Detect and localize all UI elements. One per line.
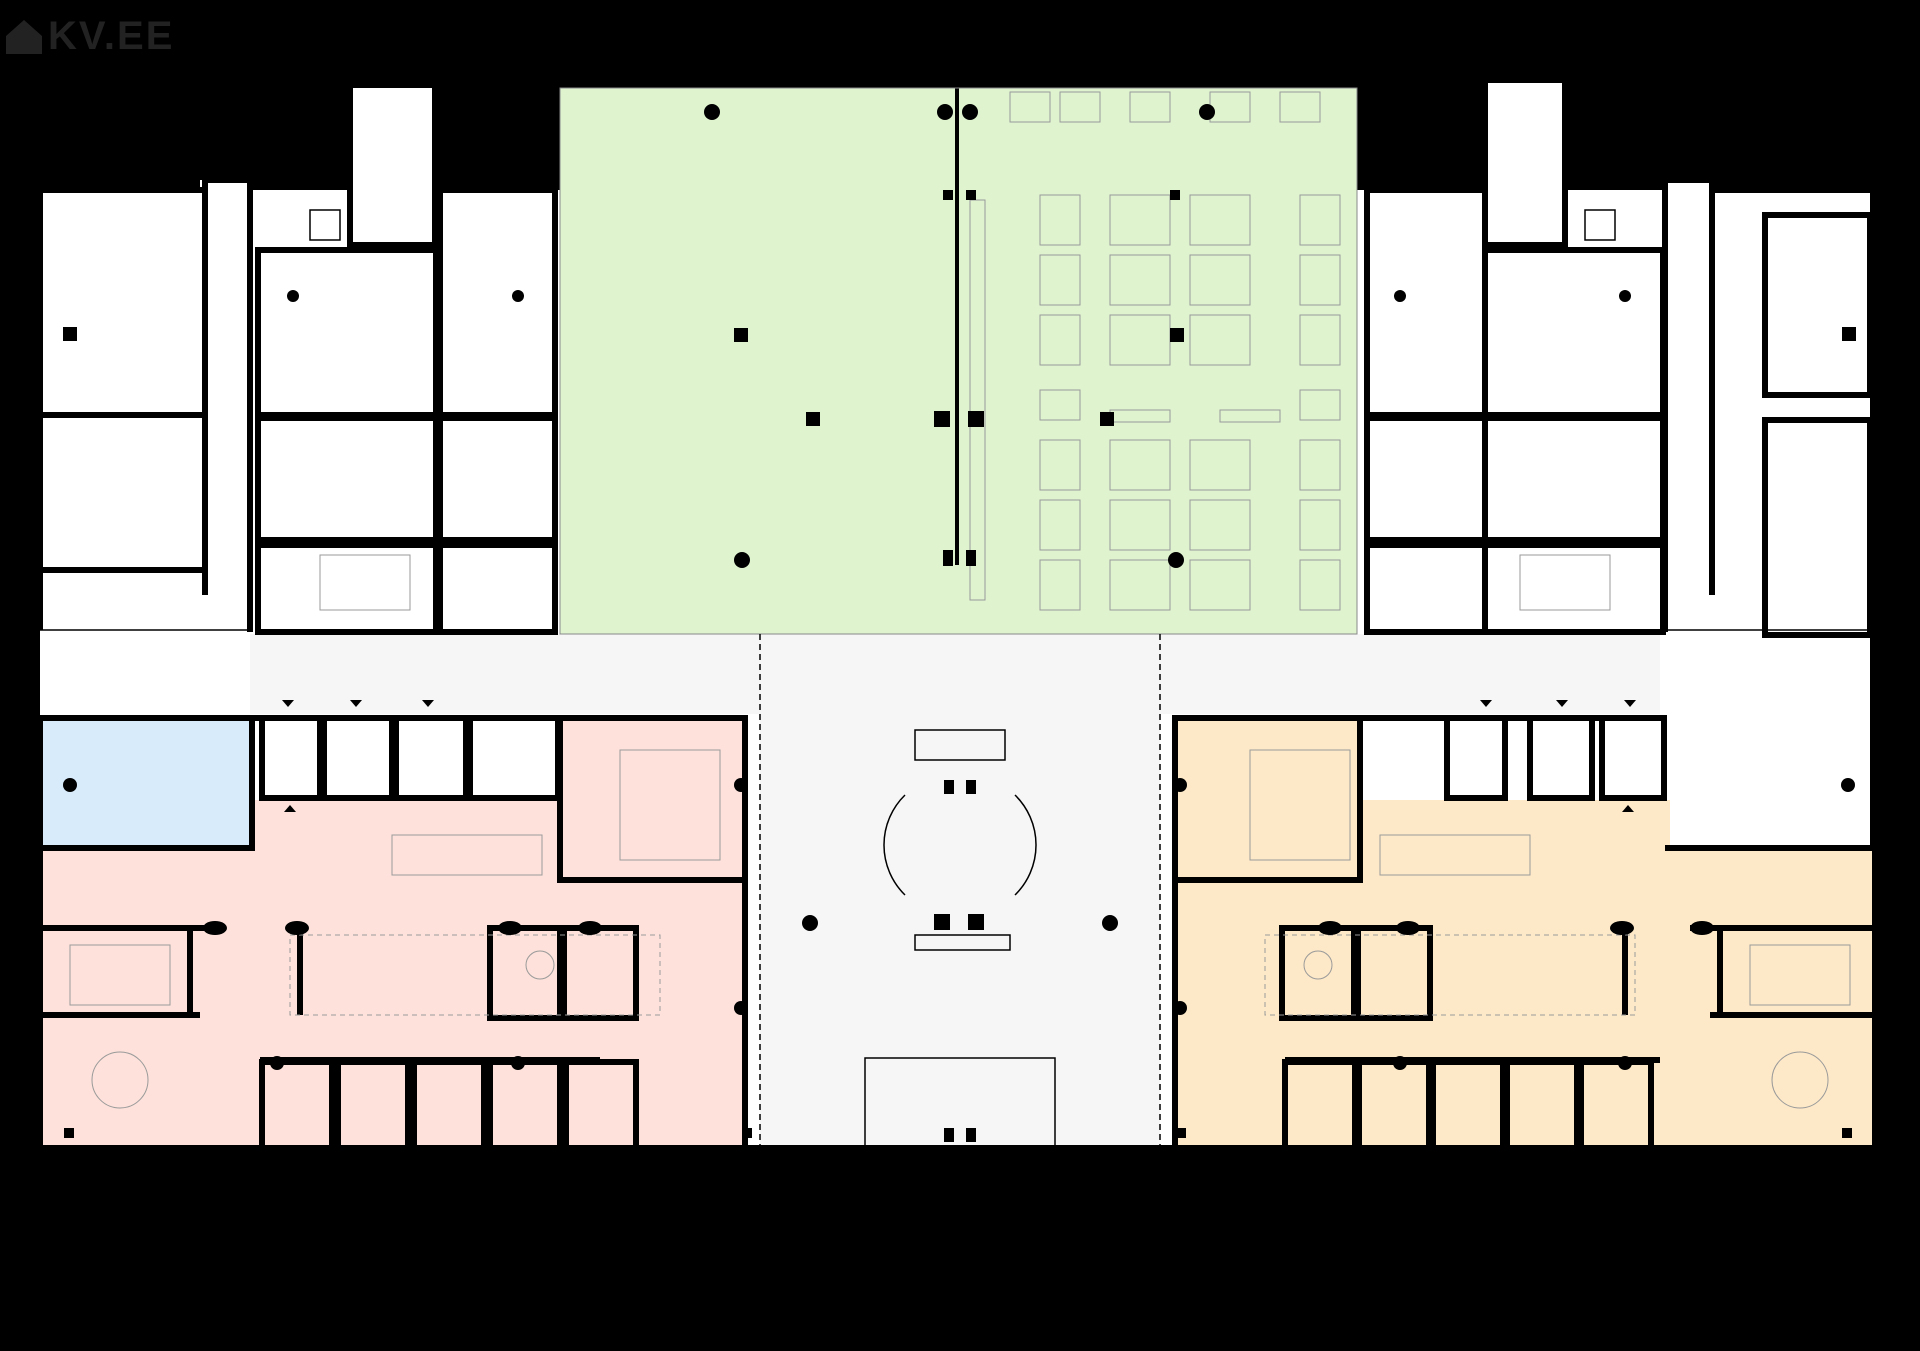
brand-logo: KV.EE <box>4 13 175 58</box>
columns <box>63 104 1856 1142</box>
markers <box>282 140 1860 812</box>
office-zone-west-pink <box>40 718 745 1148</box>
lobby-zone <box>760 634 1160 1150</box>
stairs <box>69 554 1851 1006</box>
hall-tables <box>969 91 1341 611</box>
details <box>40 209 1870 1149</box>
house-icon <box>6 20 42 54</box>
brand-name: KV.EE <box>48 13 175 58</box>
